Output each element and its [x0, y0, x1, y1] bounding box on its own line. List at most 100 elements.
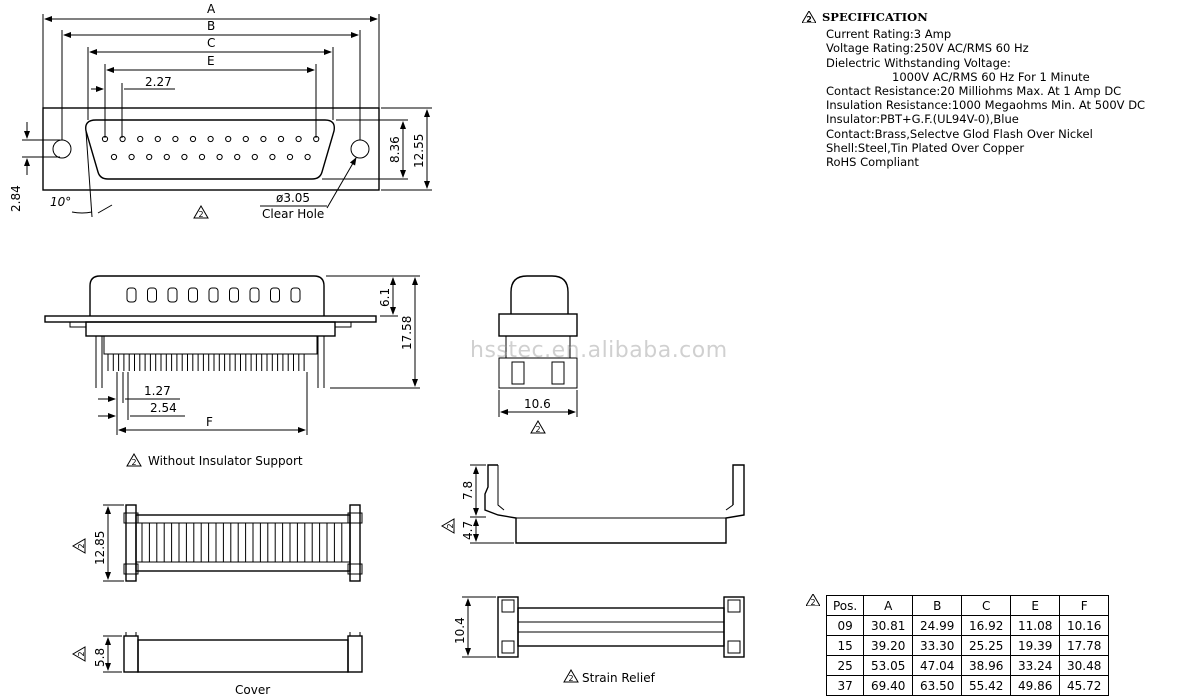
svg-text:2: 2: [810, 598, 815, 606]
table-cell: 19.39: [1010, 635, 1061, 656]
table-cell: 30.48: [1059, 655, 1110, 676]
table-cell: 69.40: [863, 675, 914, 696]
sr-dim-2: 4.7: [461, 521, 475, 540]
pin: [163, 153, 170, 161]
end-view: 10.6: [498, 275, 578, 435]
watermark: hsstec.en.alibaba.com: [470, 338, 728, 363]
spec-line: Dielectric Withstanding Voltage:: [826, 55, 1011, 70]
table-cell: 11.08: [1010, 615, 1061, 636]
end-width: 10.6: [524, 397, 551, 411]
pin: [101, 135, 109, 143]
contact-slot: [188, 287, 198, 303]
dim-angle: 10°: [50, 195, 71, 209]
dim-e: E: [207, 54, 215, 68]
table-cell: 55.42: [961, 675, 1012, 696]
table-cell: 25.25: [961, 635, 1012, 656]
dim-a: A: [207, 2, 216, 16]
pin: [119, 135, 126, 143]
pin: [286, 153, 294, 161]
table-cell: 33.24: [1010, 655, 1061, 676]
rev-mark-icon: 2: [802, 11, 816, 24]
cover-caption: Cover: [235, 683, 270, 697]
table-cell: 38.96: [961, 655, 1012, 676]
pin: [137, 135, 144, 143]
table-cell: 15: [825, 635, 865, 656]
side-view: 6.1 17.58 1.27 2.54 F Without Insulator …: [44, 275, 420, 468]
dim-total: 17.58: [400, 316, 414, 350]
table-cell: 09: [825, 615, 865, 636]
rev-mark-icon: [193, 205, 209, 220]
table-cell: 30.81: [863, 615, 914, 636]
pin: [181, 153, 188, 161]
pin: [242, 135, 249, 143]
table-cell: 16.92: [961, 615, 1012, 636]
rev-mark-icon: [530, 420, 546, 435]
strain-relief-top: 10.4 Strain Relief: [453, 596, 745, 685]
pin: [146, 153, 153, 161]
contact-slot: [208, 287, 219, 303]
hole-dia: ø3.05: [276, 191, 310, 205]
cover-dim-1: 12.85: [93, 531, 107, 565]
spec-line: RoHS Compliant: [826, 155, 919, 170]
contact-slot: [229, 287, 239, 303]
pin: [260, 135, 267, 143]
spec-title: SPECIFICATION: [822, 10, 928, 24]
pin: [189, 135, 197, 143]
pin: [295, 135, 302, 143]
contact-slot: [147, 287, 157, 303]
dim-top: 6.1: [378, 288, 392, 307]
rev-mark-icon: [441, 518, 456, 534]
table-header: E: [1010, 595, 1061, 616]
hole-label: Clear Hole: [262, 207, 324, 221]
pin: [216, 153, 223, 161]
pin: [277, 135, 285, 143]
spec-line: Contact Resistance:20 Milliohms Max. At …: [826, 84, 1122, 99]
table-cell: 45.72: [1059, 675, 1110, 696]
table-row: 37 69.40 63.50 55.42 49.86 45.72: [825, 675, 1110, 696]
pin: [225, 135, 232, 143]
rev-mark-icon: 2: [806, 594, 820, 606]
contact-slot: [126, 287, 137, 303]
contact-slot: [249, 287, 260, 303]
table-row: 15 39.20 33.30 25.25 19.39 17.78: [825, 635, 1110, 656]
sr-top-dim: 10.4: [453, 617, 467, 644]
specification: 2 SPECIFICATION Current Rating:3 Amp Vol…: [802, 10, 1186, 170]
rev-mark-icon: [126, 453, 142, 468]
table-cell: 17.78: [1059, 635, 1110, 656]
pitch-1: 1.27: [144, 384, 171, 398]
dim-f: F: [206, 415, 213, 429]
table-cell: 49.86: [1010, 675, 1061, 696]
top-view: A B C E 2.27 2.84: [9, 2, 432, 221]
table-cell: 63.50: [912, 675, 963, 696]
rev-mark-icon: [72, 538, 87, 554]
pin: [207, 135, 214, 143]
table-cell: 47.04: [912, 655, 963, 676]
table-header: Pos.: [825, 595, 865, 616]
table-row: 09 30.81 24.99 16.92 11.08 10.16: [825, 615, 1110, 636]
spec-line: Shell:Steel,Tin Plated Over Copper: [826, 140, 1025, 155]
dim-offset: 2.84: [9, 185, 23, 212]
strain-relief-side: 7.8 4.7: [441, 464, 745, 544]
pin: [269, 153, 276, 161]
table-cell: 33.30: [912, 635, 963, 656]
spec-line: Insulation Resistance:1000 Megaohms Min.…: [826, 98, 1146, 113]
pin: [313, 135, 320, 143]
table-cell: 53.05: [863, 655, 914, 676]
contact-slot: [167, 287, 178, 303]
table-header: B: [912, 595, 963, 616]
svg-text:2: 2: [806, 15, 812, 23]
table-row: 25 53.05 47.04 38.96 33.24 30.48: [825, 655, 1110, 676]
side-caption: Without Insulator Support: [148, 454, 303, 468]
dim-b: B: [207, 19, 215, 33]
pin: [172, 135, 179, 143]
dim-pitch: 2.27: [145, 75, 172, 89]
pin: [234, 153, 241, 161]
sr-dim-1: 7.8: [461, 481, 475, 500]
spec-line: Voltage Rating:250V AC/RMS 60 Hz: [826, 41, 1029, 56]
table-header: F: [1059, 595, 1110, 616]
spec-line: Contact:Brass,Selectve Glod Flash Over N…: [826, 126, 1093, 141]
pin: [128, 153, 135, 161]
table-cell: 37: [825, 675, 865, 696]
strain-relief-caption: Strain Relief: [582, 671, 656, 685]
table-header: A: [863, 595, 914, 616]
